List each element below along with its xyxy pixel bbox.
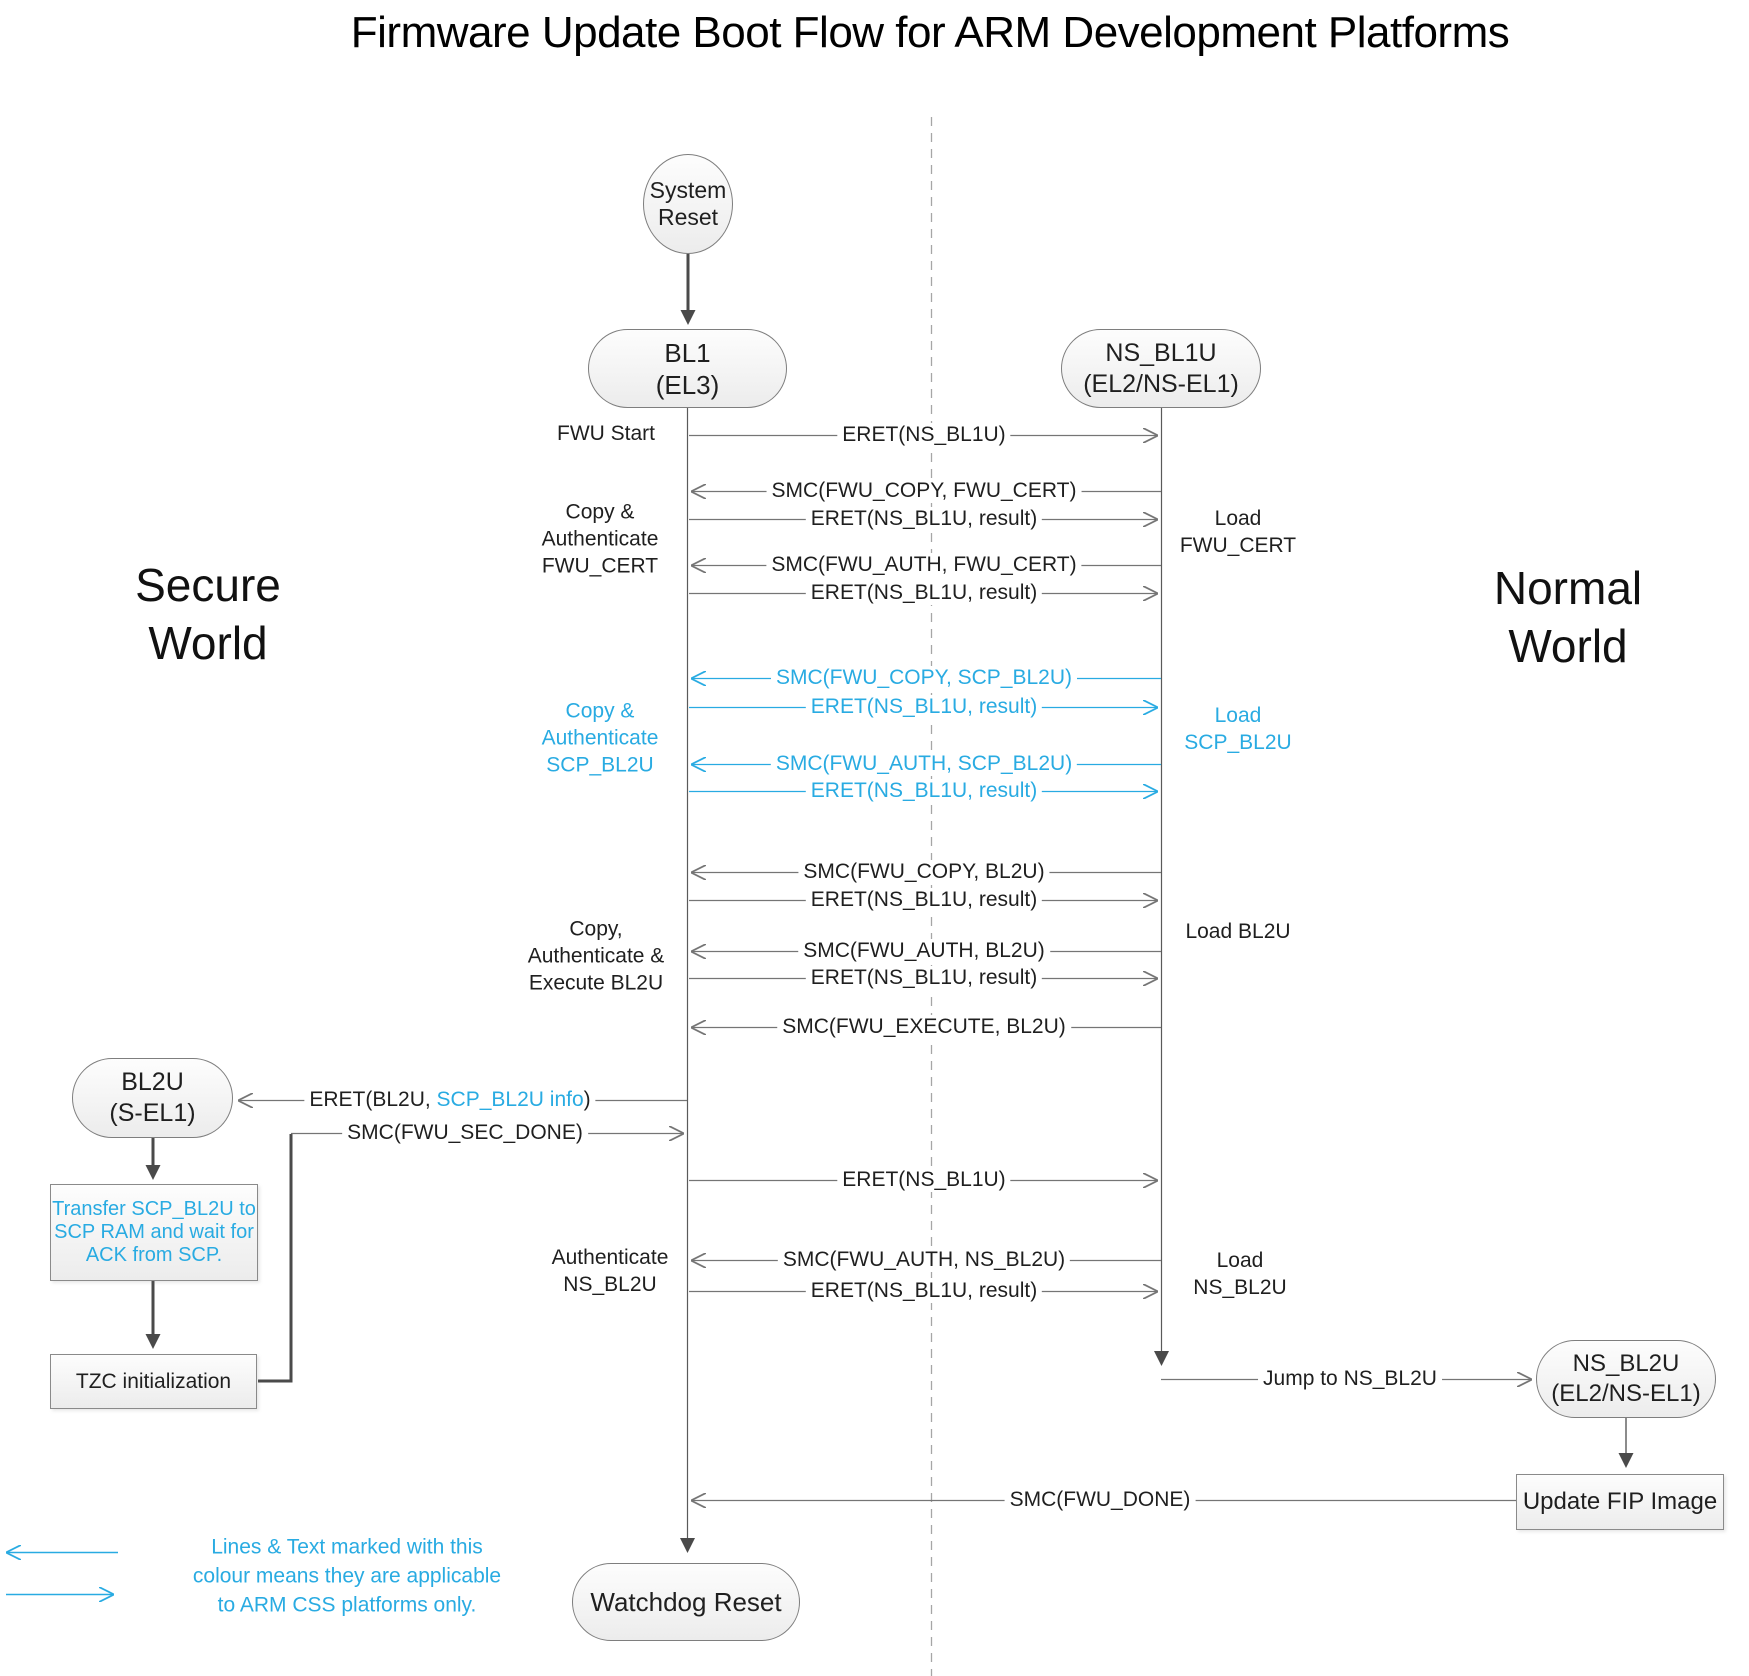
message-smc-fwu-sec-done: SMC(FWU_SEC_DONE) [342,1121,588,1145]
message-smc-copy-bl2u: SMC(FWU_COPY, BL2U) [798,860,1050,884]
message-eret-result: ERET(NS_BL1U, result) [805,779,1043,803]
message-eret-ns-bl1u: ERET(NS_BL1U) [837,1168,1011,1192]
label-copy-auth-scp-bl2u: Copy & Authenticate SCP_BL2U [541,699,659,777]
node-bl2u: BL2U (S-EL1) [72,1058,233,1138]
message-eret-result: ERET(NS_BL1U, result) [805,888,1043,912]
message-smc-auth-fwu-cert: SMC(FWU_AUTH, FWU_CERT) [766,553,1082,577]
secure-world-label: Secure World [135,559,281,669]
message-eret-result: ERET(NS_BL1U, result) [805,1279,1043,1303]
message-smc-execute-bl2u: SMC(FWU_EXECUTE, BL2U) [777,1015,1071,1039]
label-load-ns-bl2u: Load NS_BL2U [1193,1249,1287,1299]
node-transfer-scp-bl2u: Transfer SCP_BL2U to SCP RAM and wait fo… [50,1184,258,1281]
tzc-to-sec-done-connector [258,1134,293,1383]
normal-world-label: Normal World [1493,562,1643,672]
page-title: Firmware Update Boot Flow for ARM Develo… [350,8,1510,57]
message-eret-result: ERET(NS_BL1U, result) [805,507,1043,531]
node-ns-bl1u: NS_BL1U (EL2/NS-EL1) [1061,329,1261,408]
message-smc-auth-scp-bl2u: SMC(FWU_AUTH, SCP_BL2U) [770,752,1078,776]
message-smc-auth-ns-bl2u: SMC(FWU_AUTH, NS_BL2U) [777,1248,1071,1272]
node-bl1: BL1 (EL3) [588,329,787,408]
node-update-fip-image: Update FIP Image [1516,1474,1724,1530]
message-smc-fwu-done: SMC(FWU_DONE) [1004,1488,1196,1512]
message-eret-ns-bl1u: ERET(NS_BL1U) [837,423,1011,447]
node-system-reset: System Reset [643,154,733,254]
label-authenticate-ns-bl2u: Authenticate NS_BL2U [551,1246,669,1296]
label-copy-auth-execute-bl2u: Copy, Authenticate & Execute BL2U [527,917,665,995]
message-smc-copy-fwu-cert: SMC(FWU_COPY, FWU_CERT) [766,479,1082,503]
message-eret-result: ERET(NS_BL1U, result) [805,581,1043,605]
node-watchdog-reset: Watchdog Reset [572,1563,800,1641]
node-tzc-initialization: TZC initialization [50,1354,257,1409]
label-load-bl2u: Load BL2U [1185,920,1291,943]
label-copy-auth-fwu-cert: Copy & Authenticate FWU_CERT [541,500,659,578]
message-eret-result: ERET(NS_BL1U, result) [805,695,1043,719]
label-load-scp-bl2u: Load SCP_BL2U [1184,704,1292,754]
message-eret-bl2u-scp-info: ERET(BL2U, SCP_BL2U info) [304,1088,596,1112]
message-jump-to-ns-bl2u: Jump to NS_BL2U [1258,1367,1442,1391]
message-smc-copy-scp-bl2u: SMC(FWU_COPY, SCP_BL2U) [770,666,1078,690]
node-ns-bl2u: NS_BL2U (EL2/NS-EL1) [1536,1340,1716,1418]
message-smc-auth-bl2u: SMC(FWU_AUTH, BL2U) [798,939,1050,963]
label-fwu-start: FWU Start [557,422,655,445]
message-eret-result: ERET(NS_BL1U, result) [805,966,1043,990]
legend-note: Lines & Text marked with this colour mea… [192,1535,502,1617]
label-load-fwu-cert: Load FWU_CERT [1179,507,1297,557]
